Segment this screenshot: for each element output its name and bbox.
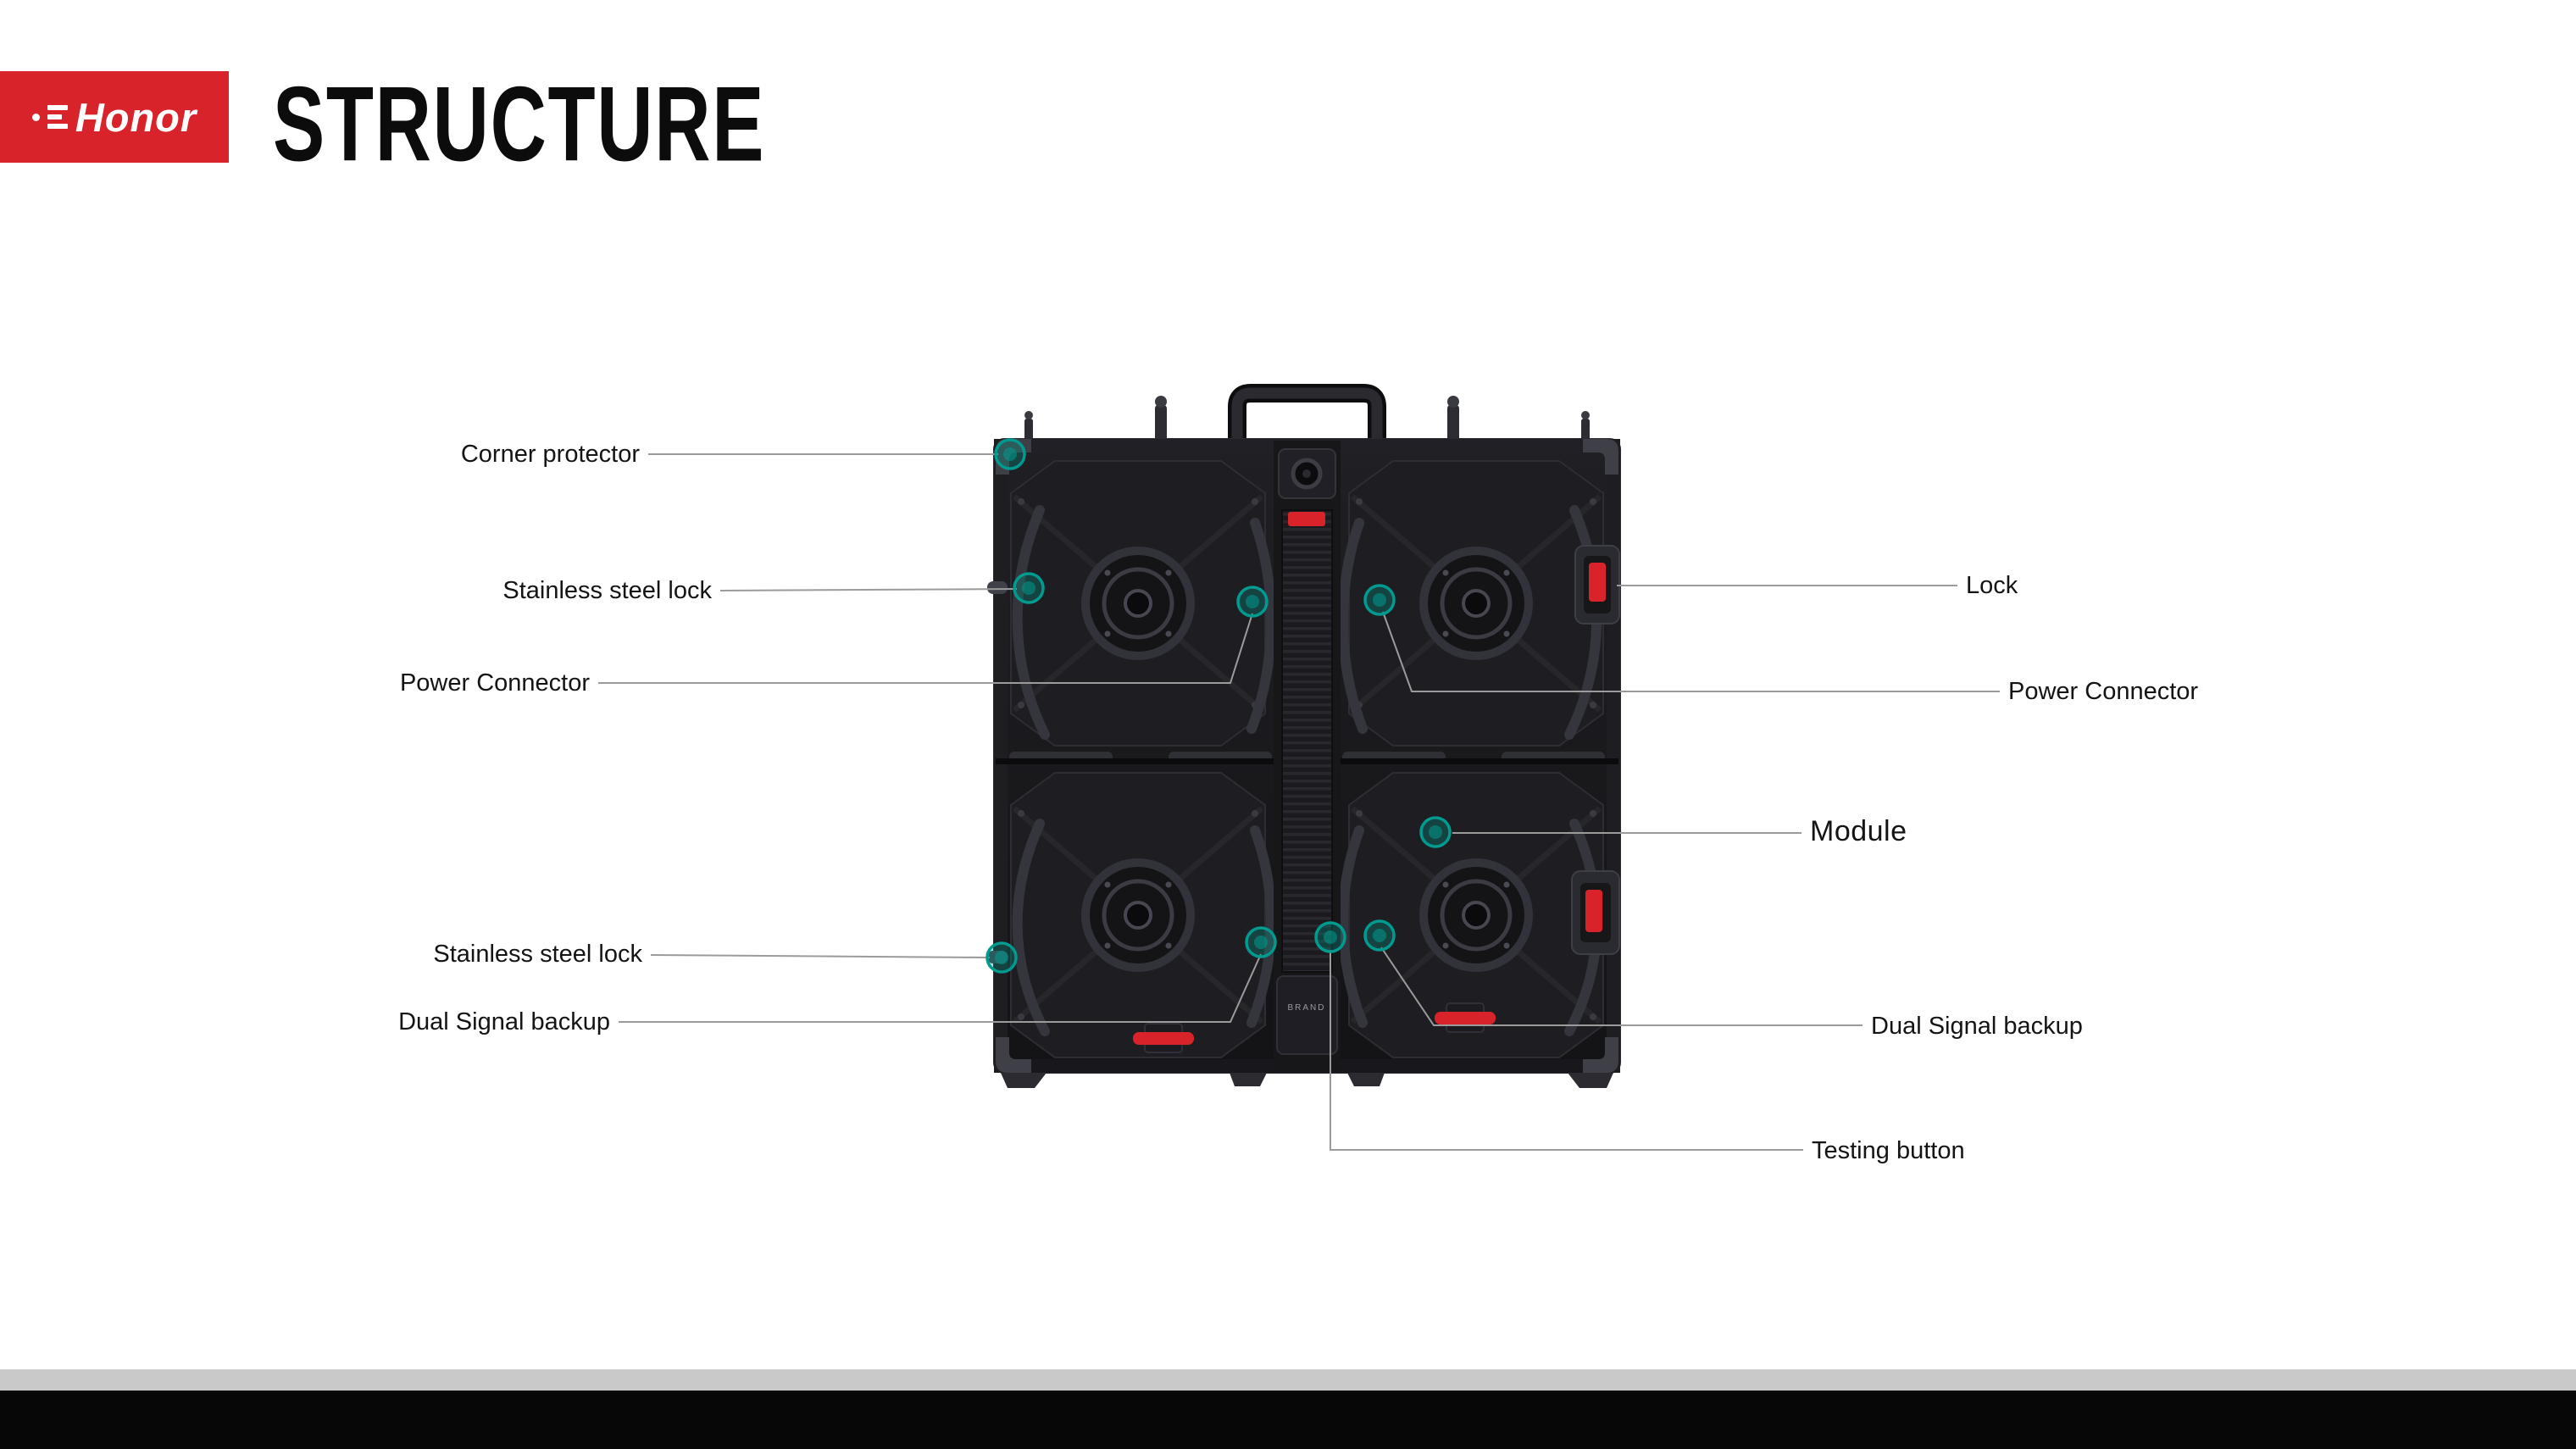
logo-text: Honor bbox=[75, 94, 197, 140]
honor-logo: Honor bbox=[0, 71, 229, 163]
led-cabinet-rear-view: BRAND bbox=[987, 383, 1627, 1091]
leader-stainless-lock-bottom bbox=[650, 954, 991, 958]
label-dual-signal-left: Dual Signal backup bbox=[398, 1008, 610, 1035]
bottom-power-connector-left bbox=[1133, 1023, 1194, 1053]
label-lock: Lock bbox=[1966, 572, 2018, 599]
leader-stainless-lock-top bbox=[719, 588, 1018, 591]
module-top-right bbox=[1349, 461, 1603, 746]
right-lock-bottom bbox=[1571, 870, 1620, 955]
label-module: Module bbox=[1810, 815, 1907, 847]
center-spine: BRAND bbox=[1274, 441, 1341, 1071]
cabinet-svg: BRAND bbox=[987, 384, 1621, 1088]
logo-bars-icon bbox=[47, 105, 68, 129]
label-dual-signal-right: Dual Signal backup bbox=[1871, 1013, 2083, 1040]
right-lock-top bbox=[1574, 545, 1620, 625]
bottom-feet bbox=[1001, 1073, 1613, 1088]
page-title: STRUCTURE bbox=[273, 64, 766, 184]
label-power-connector-left: Power Connector bbox=[399, 669, 590, 697]
spine-red-tag bbox=[1288, 512, 1325, 526]
label-corner-protector: Corner protector bbox=[460, 441, 640, 468]
label-testing-button: Testing button bbox=[1812, 1137, 1965, 1164]
label-stainless-lock-bottom: Stainless steel lock bbox=[433, 941, 642, 968]
logo-dot-icon bbox=[31, 113, 40, 121]
carry-handle bbox=[1228, 384, 1386, 452]
label-power-connector-right: Power Connector bbox=[2008, 678, 2199, 705]
module-bottom-left bbox=[1011, 773, 1265, 1058]
brand-text: BRAND bbox=[1287, 1003, 1325, 1013]
top-alignment-pins bbox=[1024, 396, 1590, 442]
module-top-left bbox=[1011, 461, 1265, 746]
footer-gray-bar bbox=[0, 1369, 2576, 1391]
footer-black-bar bbox=[0, 1391, 2576, 1449]
label-stainless-lock-top: Stainless steel lock bbox=[502, 577, 712, 604]
